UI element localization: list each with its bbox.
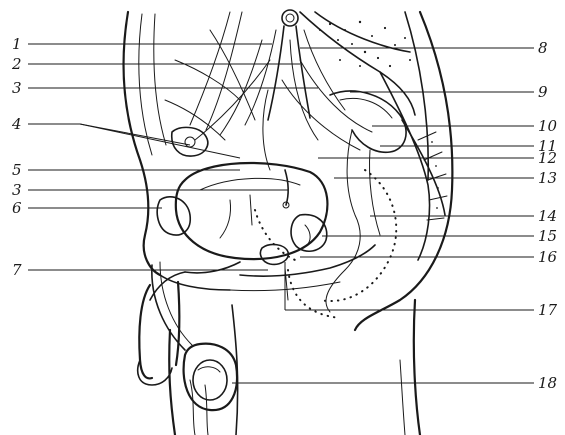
label-1: 1 [12, 35, 22, 53]
body-outline [124, 12, 453, 435]
label-13: 13 [538, 169, 557, 187]
label-16: 16 [538, 248, 558, 266]
labels-right: 8 9 10 11 12 13 14 15 16 17 18 [538, 39, 558, 392]
label-3: 3 [12, 79, 22, 97]
pubis-urethra [138, 197, 240, 410]
label-10: 10 [538, 117, 558, 135]
labels-left: 1 2 3 4 5 3 6 7 [11, 35, 22, 279]
label-9: 9 [538, 83, 548, 101]
label-3b: 3 [12, 181, 22, 199]
label-8: 8 [538, 39, 548, 57]
label-14: 14 [538, 207, 557, 225]
label-2: 2 [11, 55, 22, 73]
label-17: 17 [538, 301, 558, 319]
leader-lines-left [28, 44, 318, 270]
label-4: 4 [11, 115, 22, 133]
label-5: 5 [12, 161, 22, 179]
label-18: 18 [538, 374, 557, 392]
label-6: 6 [12, 199, 22, 217]
abdominal-interior [165, 30, 255, 156]
leader-lines-right [232, 48, 534, 383]
bladder [176, 163, 328, 259]
label-7: 7 [12, 261, 22, 279]
label-12: 12 [538, 149, 557, 167]
vessels-nerves [190, 10, 372, 170]
rectum-colon [326, 91, 406, 312]
label-15: 15 [538, 227, 557, 245]
